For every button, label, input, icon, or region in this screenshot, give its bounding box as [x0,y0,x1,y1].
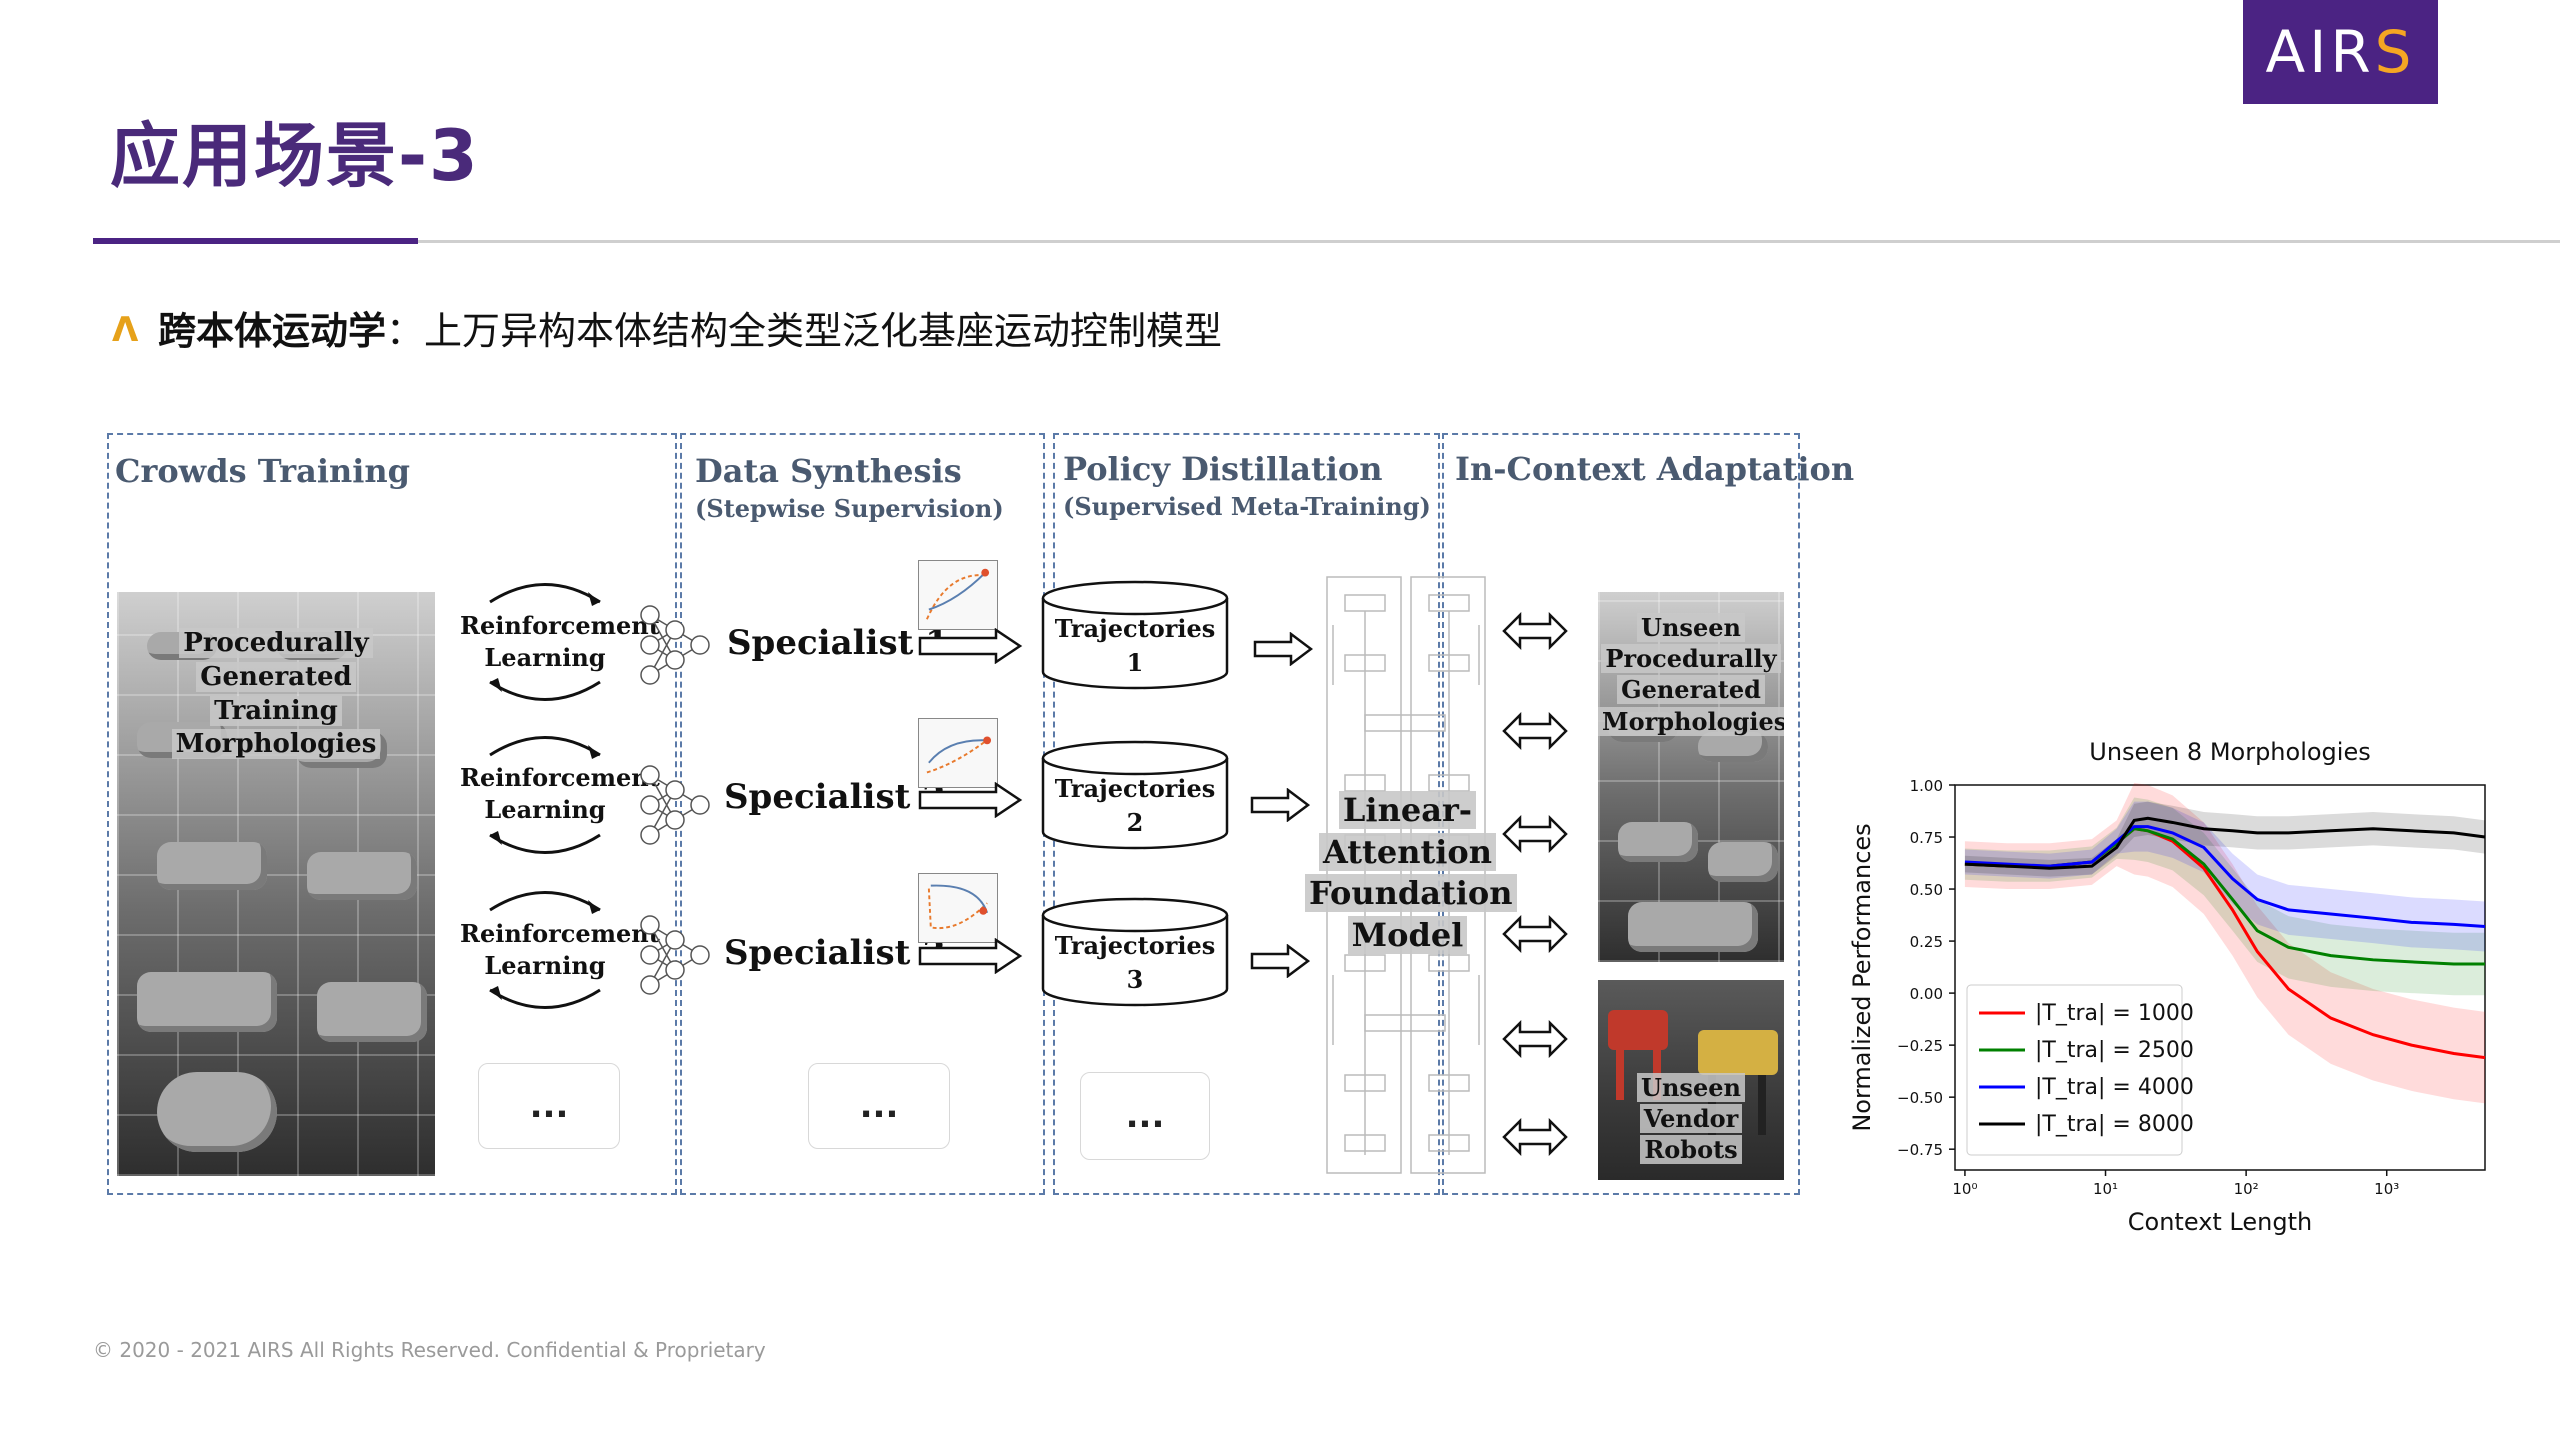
rl-cycle-icon [489,736,601,854]
y-tick-label: 0.75 [1910,829,1943,847]
panel-title-distillation: Policy Distillation [1063,450,1383,488]
neural-network-icon [640,605,710,685]
specialist-label: Specialist 1 [727,623,949,663]
y-tick-label: −0.50 [1897,1089,1943,1107]
y-tick-label: 0.00 [1910,985,1943,1003]
subtitle-sep: ： [386,309,425,353]
caption-line: Training [210,695,342,726]
arrow-right-icon [918,628,1023,664]
y-tick-label: 1.00 [1910,777,1943,795]
legend-label: |T_tra| = 1000 [2035,1001,2194,1026]
ellipsis-box: ... [478,1063,620,1149]
performance-line-chart: 1.00 0.75 0.50 0.25 0.00 −0.25 −0.50 −0.75 10⁰ 10… [1850,777,2486,1235]
legend-box [1966,984,2183,1156]
subtitle-bold: 跨本体运动学 [158,309,387,353]
legend-label: |T_tra| = 2500 [2035,1038,2194,1063]
series-line [1964,816,2486,870]
footer-copyright: © 2020 - 2021 AIRS All Rights Reserved. … [93,1338,766,1362]
neural-network-icon [640,765,710,845]
series-band [1964,801,2485,952]
x-axis-label: Context Length [2128,1208,2312,1235]
arrow-right-icon [918,938,1023,974]
x-tick-label: 10⁰ [1952,1180,1977,1198]
bullet-icon: Λ [112,310,139,350]
training-morphologies-image: Procedurally Generated Training Morpholo… [117,592,435,1176]
specialist-label: Specialist 2 [724,777,946,817]
y-tick-label: 0.50 [1910,881,1943,899]
section-subtitle: 跨本体运动学：上万异构本体结构全类型泛化基座运动控制模型 [158,300,1222,355]
ellipsis-box: ... [808,1063,950,1149]
panel-subtitle-distillation: (Supervised Meta-Training) [1063,492,1431,521]
title-divider [93,240,2560,243]
arrow-right-icon [1253,632,1313,666]
specialist-label: Specialist 3 [724,933,946,973]
page-title: 应用场景-3 [110,115,480,197]
double-arrow-icon [1502,1020,1568,1058]
arrow-right-icon [1250,944,1310,978]
trajectory-plot-thumbnail [918,873,998,943]
neural-network-icon [640,915,710,995]
plot-frame [1954,784,2486,1171]
panel-title-synthesis: Data Synthesis [695,452,962,490]
y-tick-label: −0.25 [1897,1037,1943,1055]
double-arrow-icon [1502,612,1568,650]
panel-title-crowds: Crowds Training [115,452,411,490]
legend-label: |T_tra| = 4000 [2035,1075,2194,1100]
double-arrow-icon [1502,915,1568,953]
legend-label: |T_tra| = 8000 [2035,1112,2194,1137]
x-tick-label: 10² [2234,1180,2259,1198]
y-tick-label: −0.75 [1897,1141,1943,1159]
x-tick-label: 10¹ [2093,1180,2118,1198]
double-arrow-icon [1502,1118,1568,1156]
chart-title: Unseen 8 Morphologies [2089,738,2371,766]
foundation-model-label: Linear- Attention Foundation Model [1305,790,1517,956]
double-arrow-icon [1502,712,1568,750]
arrow-right-icon [1250,788,1310,822]
series-line [1964,825,2486,929]
subtitle-rest: 上万异构本体结构全类型泛化基座运动控制模型 [424,309,1223,353]
unseen-morphologies-image: Unseen Procedurally Generated Morphologi… [1598,592,1784,962]
arrow-right-icon [918,782,1023,818]
double-arrow-icon [1502,815,1568,853]
panel-subtitle-synthesis: (Stepwise Supervision) [695,494,1004,523]
x-tick-label: 10³ [2374,1180,2399,1198]
caption-line: Procedurally [179,628,373,658]
rl-cycle-icon [489,891,601,1009]
logo-accent: S [2374,18,2416,86]
ellipsis-box: ... [1080,1072,1210,1160]
y-axis-label: Normalized Performances [1850,823,1876,1131]
panel-title-adaptation: In-Context Adaptation [1455,450,1855,488]
trajectory-plot-thumbnail [918,718,998,788]
y-tick-label: 0.25 [1910,933,1943,951]
title-divider-accent [93,238,418,244]
rl-cycle-icon [489,583,601,701]
caption-line: Morphologies [171,729,381,760]
vendor-robots-image: Unseen Vendor Robots [1598,980,1784,1180]
trajectory-plot-thumbnail [918,560,998,630]
caption-line: Generated [196,661,356,692]
logo-text: AIR [2265,18,2375,86]
